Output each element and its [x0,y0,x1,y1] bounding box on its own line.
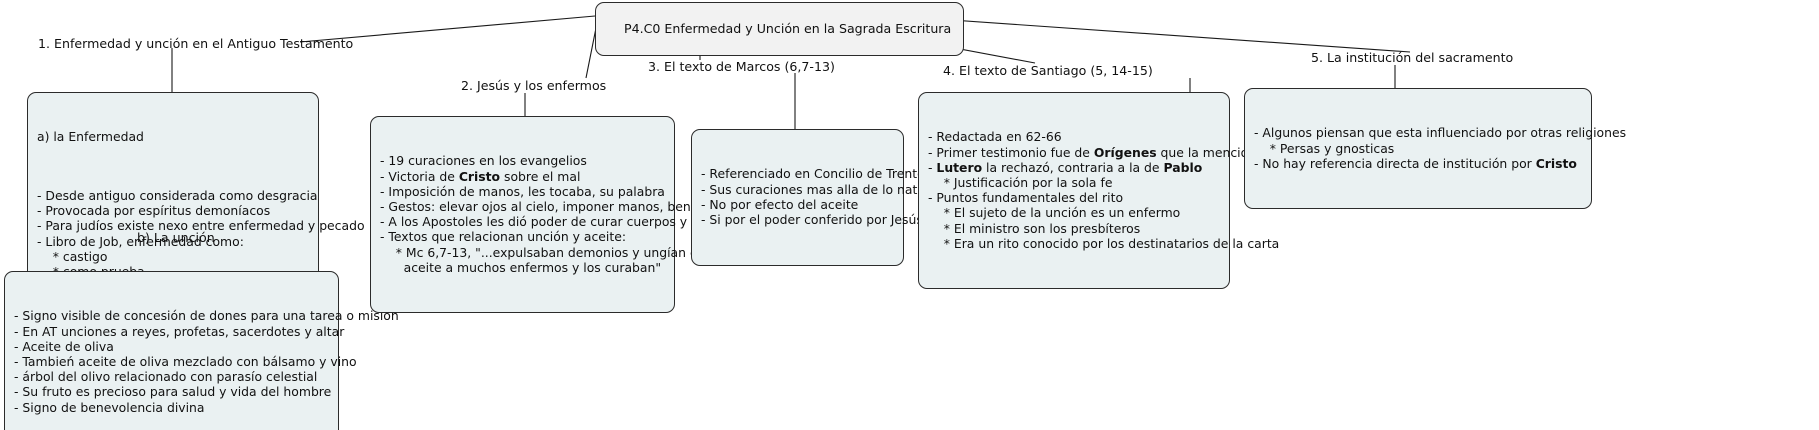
node-2-lines: - 19 curaciones en los evangelios- Victo… [380,153,729,275]
node-line: - Imposición de manos, les tocaba, su pa… [380,183,665,199]
node-line: - Gestos: elevar ojos al cielo, imponer … [380,199,722,215]
node-5-lines: - Algunos piensan que esta influenciado … [1254,125,1627,171]
node-line: - Redactada en 62-66 [928,129,1062,145]
node-line: - Aceite de oliva [14,338,114,354]
node-5-institucion-sacramento[interactable]: - Algunos piensan que esta influenciado … [1244,88,1627,210]
node-line: - Primer testimonio fue de Orígenes que … [928,144,1264,160]
node-1b-uncion[interactable]: - Signo visible de concesión de dones pa… [4,271,399,430]
node-line: * Mc 6,7-13, "...expulsaban demonios y u… [380,244,713,260]
node-line: - Puntos fundamentales del rito [928,190,1124,206]
node-line: - Algunos piensan que esta influenciado … [1254,125,1627,141]
node-line: - Desde antiguo considerada como desgrac… [37,188,318,204]
branch-1-label[interactable]: 1. Enfermedad y unción en el Antiguo Tes… [38,36,354,51]
node-line: - árbol del olivo relacionado con parasí… [14,369,318,385]
node-line: - Referenciado en Concilio de Trento [701,166,925,182]
node-line: * El ministro son los presbíteros [928,220,1141,236]
root-title: P4.C0 Enfermedad y Unción en la Sagrada … [624,21,952,36]
node-line: - No por efecto del aceite [701,196,859,212]
node-line: - Sus curaciones mas alla de lo natural [701,181,942,197]
node-line: aceite a muchos enfermos y los curaban" [380,259,662,275]
node-3-lines: - Referenciado en Concilio de Trento- Su… [701,166,942,228]
node-line: - 19 curaciones en los evangelios [380,153,587,169]
node-line: - Su fruto es precioso para salud y vida… [14,384,332,400]
node-line: - Lutero la rechazó, contraria a la de P… [928,159,1203,175]
node-line: - Signo de benevolencia divina [14,399,205,415]
branch-3-label[interactable]: 3. El texto de Marcos (6,7-13) [648,59,835,74]
branch-2-label[interactable]: 2. Jesús y los enfermos [461,78,607,93]
node-line: - Provocada por espíritus demoníacos [37,203,271,219]
node-line: * castigo [37,248,108,264]
node-line: * El sujeto de la unción es un enfermo [928,205,1181,221]
node-2-jesus-enfermos[interactable]: - 19 curaciones en los evangelios- Victo… [370,116,729,314]
node-line: - Libro de Job, enfermedad como: [37,233,244,249]
node-line: * Persas y gnosticas [1254,140,1395,156]
node-4-lines: - Redactada en 62-66- Primer testimonio … [928,129,1280,251]
branch-1b-label[interactable]: b) La unción [137,230,215,245]
node-4-texto-santiago[interactable]: - Redactada en 62-66- Primer testimonio … [918,92,1280,290]
node-1a-heading: a) la Enfermedad [37,129,144,145]
root-node[interactable]: P4.C0 Enfermedad y Unción en la Sagrada … [595,2,965,56]
node-line: * Justificación por la sola fe [928,175,1113,191]
node-line: - Textos que relacionan unción y aceite: [380,229,627,245]
node-line: - Para judíos existe nexo entre enfermed… [37,218,365,234]
node-line: - En AT unciones a reyes, profetas, sace… [14,323,345,339]
node-line: - A los Apostoles les dió poder de curar… [380,214,729,230]
node-line: * Era un rito conocido por los destinata… [928,235,1280,251]
node-line: - Si por el poder conferido por Jesús [701,212,923,228]
branch-5-label[interactable]: 5. La institución del sacramento [1311,50,1514,65]
node-1b-lines: - Signo visible de concesión de dones pa… [14,308,399,415]
node-line: - Tambień aceite de oliva mezclado con b… [14,354,357,370]
node-3-texto-marcos[interactable]: - Referenciado en Concilio de Trento- Su… [691,129,942,266]
branch-4-label[interactable]: 4. El texto de Santiago (5, 14-15) [943,63,1153,78]
node-line: - Victoria de Cristo sobre el mal [380,168,581,184]
node-line: - No hay referencia directa de instituci… [1254,155,1577,171]
node-line: - Signo visible de concesión de dones pa… [14,308,399,324]
